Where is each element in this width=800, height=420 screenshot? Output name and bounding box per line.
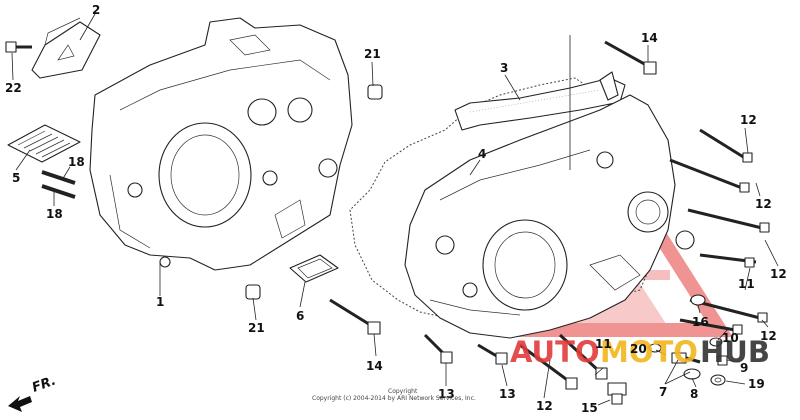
callout-21-lower: 21 <box>248 321 265 335</box>
callout-21-upper: 21 <box>364 47 381 61</box>
callout-10: 10 <box>722 331 739 345</box>
copyright-block: Copyright Copyright (c) 2004-2014 by ARI… <box>312 388 476 402</box>
callout-18-lower: 18 <box>46 207 63 221</box>
callout-1: 1 <box>156 295 164 309</box>
callout-18-upper: 18 <box>68 155 85 169</box>
watermark-text: AUTO MOTO HUB <box>510 335 770 369</box>
part-bolt-9 <box>717 355 728 366</box>
part-right-crankcase-4 <box>404 71 695 339</box>
callout-22: 22 <box>5 81 22 95</box>
callout-3: 3 <box>500 61 508 75</box>
part-plug-15 <box>607 382 627 405</box>
part-cap-8 <box>683 368 701 380</box>
callout-7: 7 <box>659 385 667 399</box>
callout-13-right: 13 <box>499 387 516 401</box>
callout-11-left: 11 <box>595 337 612 351</box>
callout-6: 6 <box>296 309 304 323</box>
part-bolt-22 <box>5 41 32 53</box>
callout-12-c: 12 <box>770 267 787 281</box>
callout-19: 19 <box>748 377 765 391</box>
part-bolts-12 <box>669 128 770 335</box>
callout-13-left: 13 <box>438 387 455 401</box>
watermark-part1: AUTO <box>510 335 600 369</box>
part-bolt-14-top <box>604 40 657 75</box>
part-filter-5 <box>7 124 81 163</box>
callout-labels: 2 22 5 18 18 1 21 21 6 3 4 14 14 13 13 1… <box>5 3 787 415</box>
part-bolt-7 <box>671 352 701 364</box>
copyright-text: Copyright (c) 2004-2014 by ARI Network S… <box>312 395 476 402</box>
callout-4: 4 <box>478 147 486 161</box>
callout-8: 8 <box>690 387 698 401</box>
part-left-crankcase-1 <box>89 17 353 271</box>
watermark-part2: MOTO <box>600 335 698 369</box>
callout-20: 20 <box>630 342 647 356</box>
watermark-part3: HUB <box>700 335 770 369</box>
part-seal-6 <box>289 254 339 283</box>
part-breather-plate-3 <box>454 77 626 131</box>
part-spring-10 <box>709 337 723 347</box>
part-plate-2 <box>31 17 101 79</box>
part-bolt-12-bottom <box>519 333 608 390</box>
callout-16: 16 <box>692 315 709 329</box>
part-washer-16 <box>690 294 706 306</box>
callout-12-a: 12 <box>740 113 757 127</box>
callout-14-top: 14 <box>641 31 658 45</box>
callout-12-bottom: 12 <box>536 399 553 413</box>
callout-9: 9 <box>740 361 748 375</box>
callout-2: 2 <box>92 3 100 17</box>
front-direction-indicator: FR. <box>8 373 58 412</box>
part-dowel-21-upper <box>367 84 383 100</box>
part-gasket <box>349 77 669 326</box>
callout-15: 15 <box>581 401 598 415</box>
arrow-icon <box>8 396 32 412</box>
part-bolts-13 <box>423 333 508 365</box>
leader-lines <box>11 13 779 406</box>
part-dowel-21-lower <box>245 284 261 300</box>
callout-12-d: 12 <box>760 329 777 343</box>
callout-5: 5 <box>12 171 20 185</box>
callout-11-right: 11 <box>738 277 755 291</box>
copyright-title: Copyright <box>388 388 418 395</box>
callout-12-b: 12 <box>755 197 772 211</box>
front-label: FR. <box>30 373 58 395</box>
part-washer-20 <box>648 343 662 353</box>
part-studs-18 <box>41 170 76 199</box>
callout-14-bottom: 14 <box>366 359 383 373</box>
part-washer-19 <box>710 374 726 386</box>
part-bolt-14-bottom <box>329 298 381 335</box>
